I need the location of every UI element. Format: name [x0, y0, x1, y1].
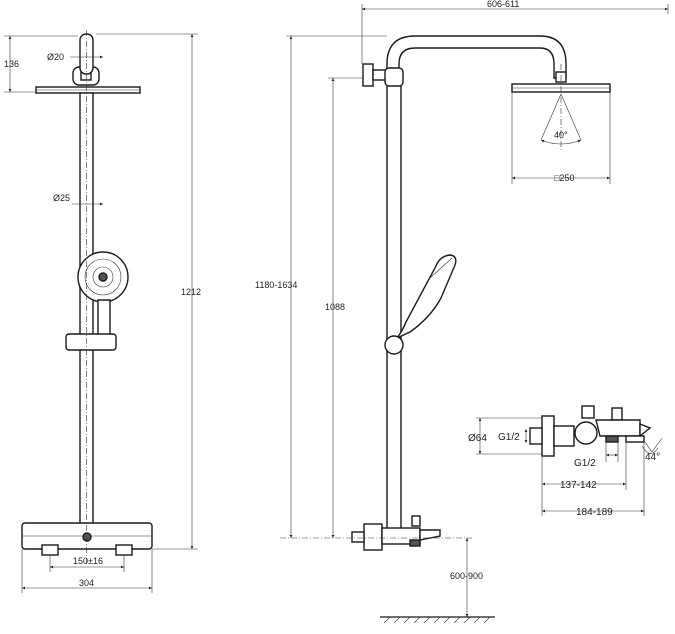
front-slider [65, 333, 117, 351]
floor-hatch [383, 616, 491, 624]
dim-depth-long: 184-189 [576, 507, 613, 518]
front-view: 136 Ø20 Ø25 1212 150±16 304 [4, 30, 201, 593]
dim-thread-outlet: G1/2 [574, 458, 596, 469]
dim-mixer-width: 304 [79, 578, 94, 588]
side-curved-arm [386, 35, 567, 85]
dim-escutcheon-dia: Ø64 [468, 433, 487, 444]
dim-total-height: 1212 [181, 287, 201, 297]
side-spout [419, 529, 441, 541]
dim-arm-reach: 606-611 [487, 0, 519, 9]
dim-rail-height: 1088 [325, 302, 345, 312]
side-slider-knob [384, 335, 404, 355]
dim-floor-clearance: 600-900 [450, 571, 483, 581]
dim-depth-short: 137-142 [560, 480, 597, 491]
dim-thread-inlet: G1/2 [498, 432, 520, 443]
detail-view: Ø64 G1/2 G1/2 44° 137-142 184-189 [468, 405, 663, 518]
side-wall-bracket-top [362, 63, 374, 87]
detail-diverter [574, 421, 598, 445]
detail-spout [639, 422, 652, 438]
dim-inlet-spacing: 150±16 [73, 556, 103, 566]
dim-head-size: □250 [554, 173, 574, 183]
side-mixer-body [363, 523, 383, 551]
side-view: 40° 606-611 [255, 0, 669, 624]
detail-escutcheon [541, 415, 555, 457]
side-hand-shower [396, 254, 457, 339]
dim-spray-angle: 40° [554, 130, 568, 140]
dim-head-height: 136 [4, 59, 19, 69]
dim-pipe-dia-mid: Ø25 [53, 193, 70, 203]
side-riser-pipe [386, 77, 402, 539]
dim-spout-angle: 44° [645, 452, 660, 463]
dim-adjustable-height: 1180-1634 [255, 280, 297, 290]
dim-pipe-dia-top: Ø20 [47, 52, 64, 62]
front-hand-shower-handle [97, 299, 111, 339]
